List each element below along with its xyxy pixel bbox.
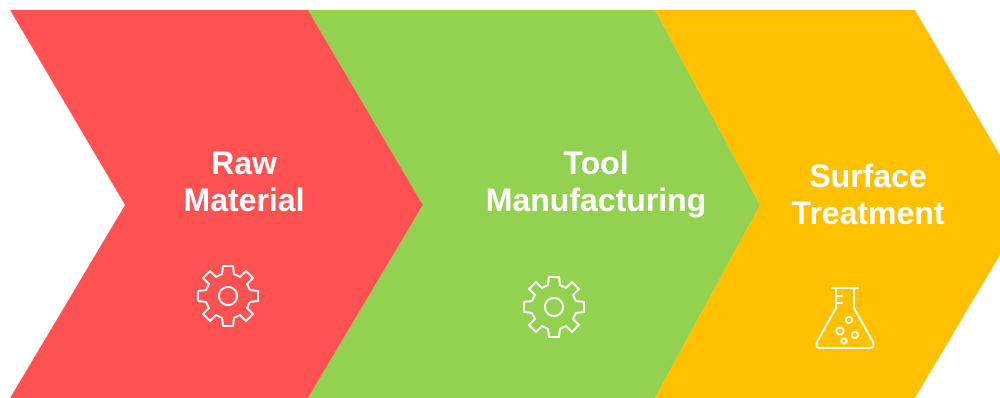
step-label-line: Surface	[809, 158, 927, 194]
step-label-line: Material	[183, 182, 305, 218]
step-3-chevron	[655, 10, 1000, 398]
step-label-surface-treatment: Surface Treatment	[792, 158, 945, 232]
step-label-tool-manufacturing: Tool Manufacturing	[486, 145, 706, 219]
step-label-line: Raw	[211, 145, 277, 181]
step-label-raw-material: Raw Material	[184, 145, 305, 219]
gear-icon	[523, 276, 585, 338]
step-2-chevron	[308, 10, 760, 398]
step-label-line: Tool	[563, 145, 629, 181]
step-1-chevron	[10, 10, 423, 398]
gear-icon	[197, 265, 259, 327]
step-label-line: Manufacturing	[485, 182, 707, 218]
flask-icon	[815, 287, 875, 349]
step-label-line: Treatment	[791, 195, 945, 231]
